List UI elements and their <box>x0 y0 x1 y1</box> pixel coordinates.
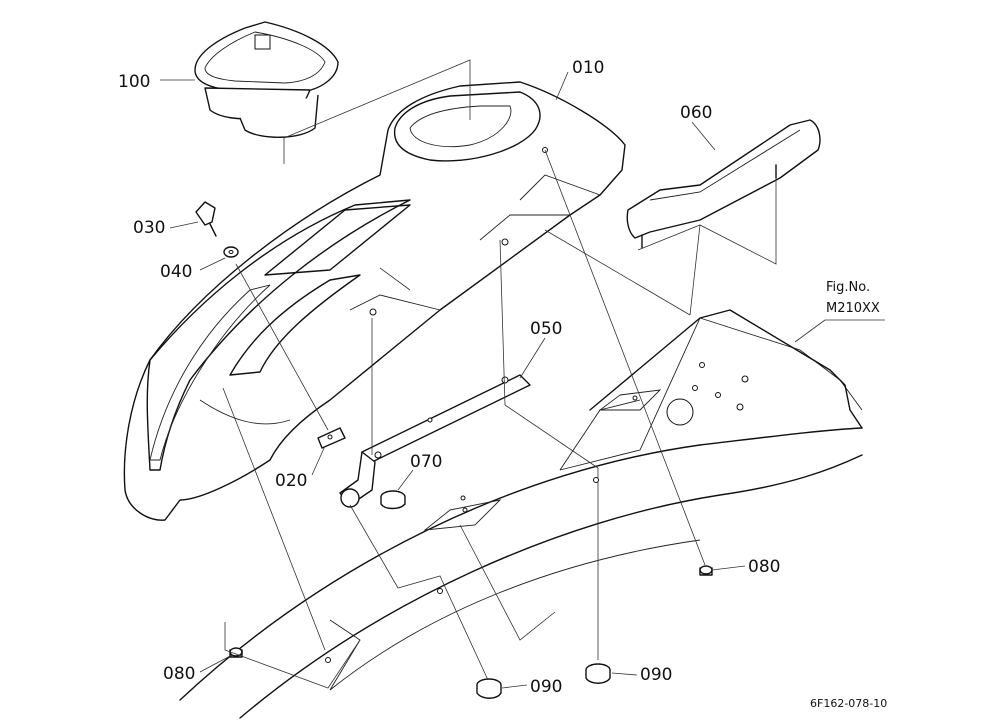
callout-070: 070 <box>410 452 442 472</box>
callout-020: 020 <box>275 471 307 491</box>
fender-outline <box>179 317 863 719</box>
callout-030: 030 <box>133 218 165 238</box>
part-090-nut-right <box>585 663 611 684</box>
part-040-washer <box>223 246 239 258</box>
assembly-lines <box>222 59 777 689</box>
callout-060: 060 <box>680 103 712 123</box>
part-010-console-cover <box>123 81 626 521</box>
callout-080-right: 080 <box>748 557 780 577</box>
part-020-clip <box>317 427 346 449</box>
part-090-nut-center <box>476 678 502 699</box>
drawing-code: 6F162-078-10 <box>810 697 887 710</box>
callout-090-right: 090 <box>640 665 672 685</box>
part-030-knob <box>195 201 217 237</box>
callout-010: 010 <box>572 58 604 78</box>
floor-plate <box>423 309 863 531</box>
part-070-grommet <box>340 488 406 510</box>
callout-040: 040 <box>160 262 192 282</box>
callout-100: 100 <box>118 72 150 92</box>
part-100-cup-holder <box>194 21 339 138</box>
callout-080-left: 080 <box>163 664 195 684</box>
callout-050: 050 <box>530 319 562 339</box>
figure-ref-line1: Fig.No. <box>826 280 870 295</box>
part-080-bolt-left <box>229 647 243 658</box>
part-050-bracket <box>339 374 531 506</box>
part-060-side-trim <box>626 119 821 249</box>
callout-090-center: 090 <box>530 677 562 697</box>
part-080-bolt-right <box>699 565 713 576</box>
leader-lines <box>160 71 885 689</box>
figure-ref-line2: M210XX <box>826 301 880 316</box>
